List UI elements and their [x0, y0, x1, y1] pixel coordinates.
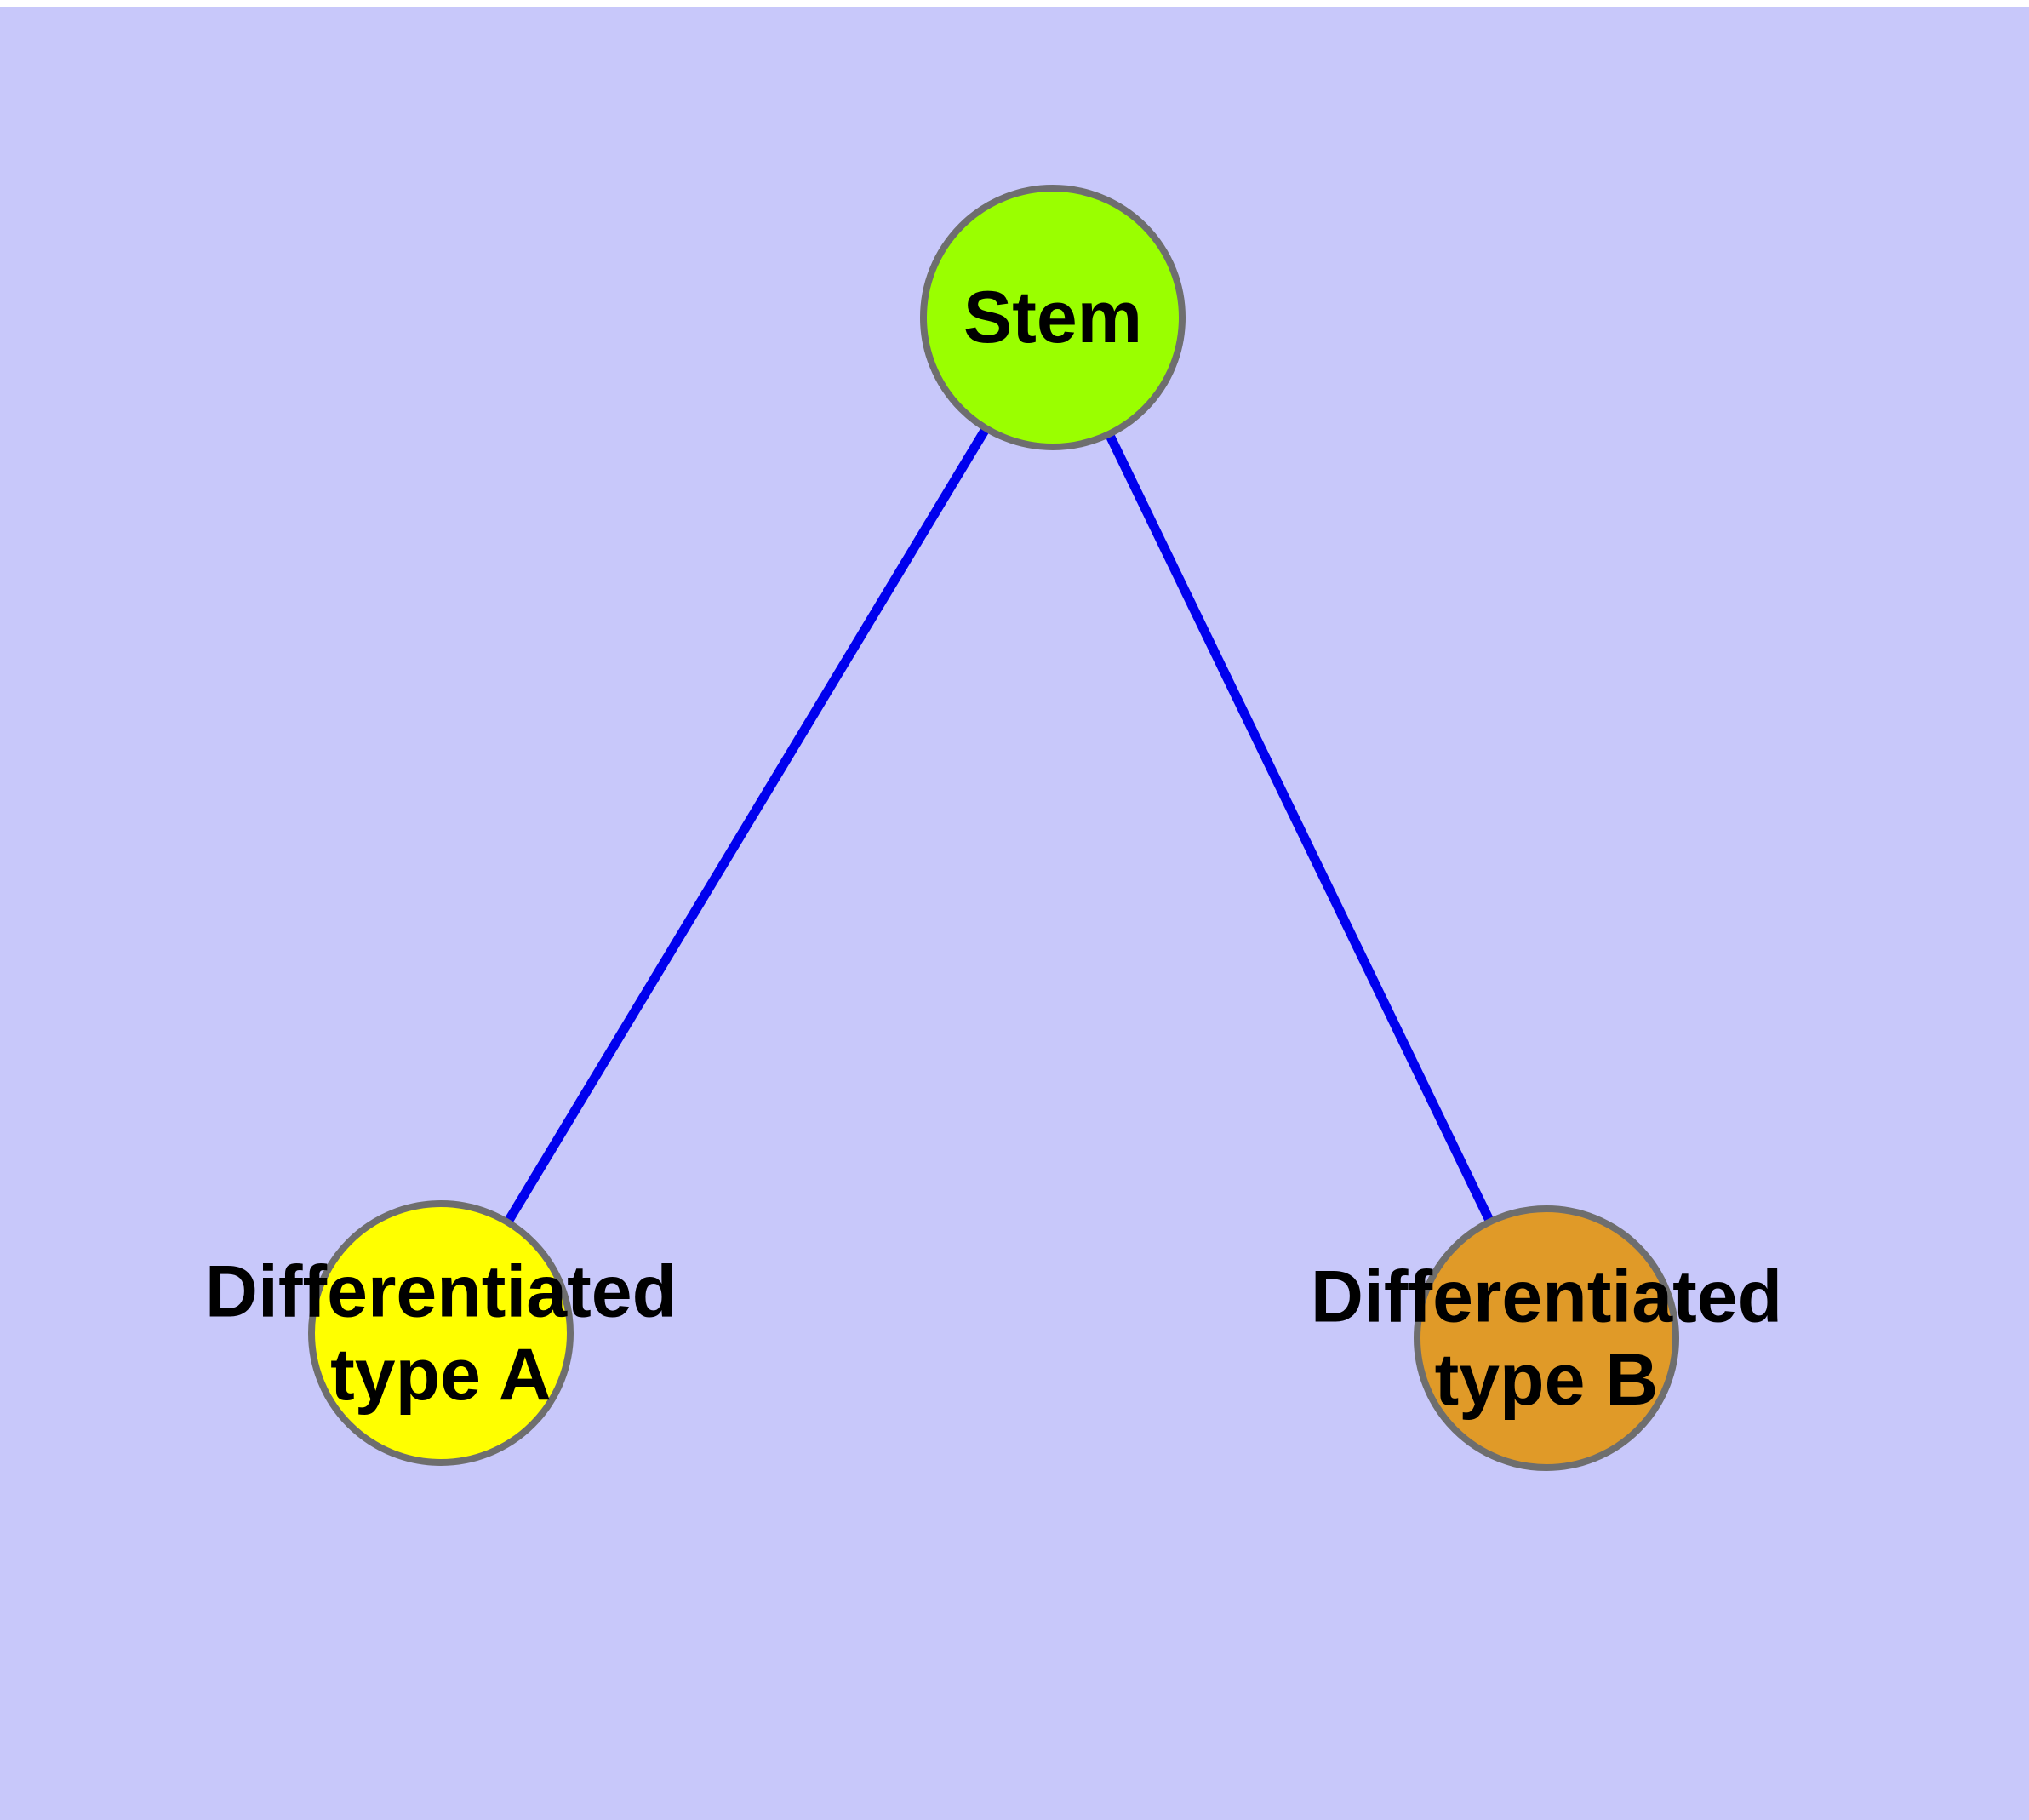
node-label-line: Stem — [963, 277, 1142, 358]
node-label-stem: Stem — [963, 277, 1142, 358]
node-stem[interactable] — [920, 185, 1186, 450]
edges-layer — [501, 422, 1496, 1228]
nodes-layer — [308, 185, 1679, 1471]
edge-stem-to-differentiated-type-b[interactable] — [1103, 428, 1496, 1228]
node-differentiated-type-b[interactable] — [1414, 1205, 1679, 1471]
node-label-line: type A — [330, 1334, 552, 1416]
node-differentiated-type-a[interactable] — [308, 1200, 574, 1466]
edge-stem-to-differentiated-type-a[interactable] — [501, 422, 992, 1228]
node-label-line: Differentiated — [205, 1251, 677, 1333]
node-label-line: type B — [1435, 1339, 1659, 1421]
node-label-line: Differentiated — [1311, 1256, 1782, 1338]
